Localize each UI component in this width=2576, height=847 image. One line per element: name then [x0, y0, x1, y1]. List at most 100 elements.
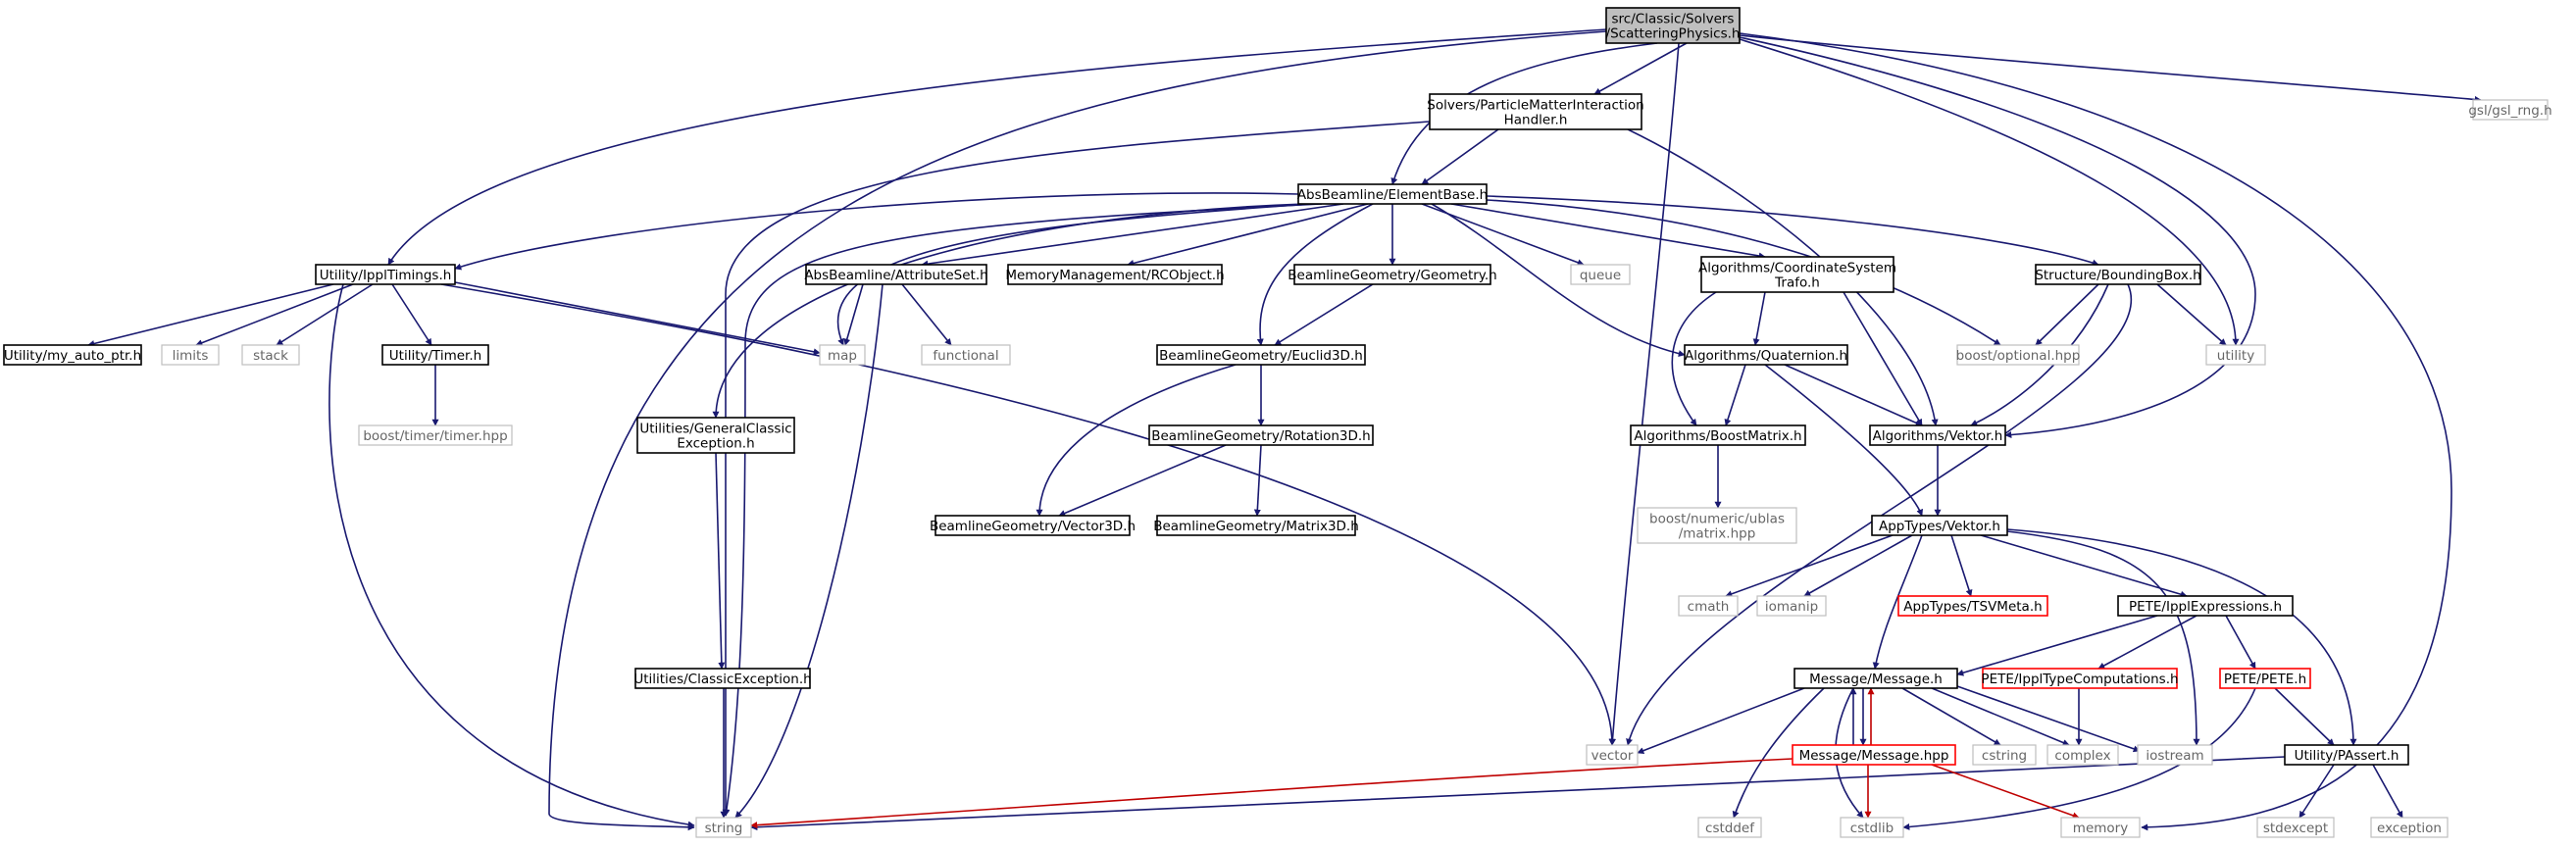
node-tsvmeta[interactable]: AppTypes/TSVMeta.h: [1897, 595, 2048, 617]
node-stack[interactable]: stack: [241, 344, 300, 366]
edge-messagehpp-to-string_m: [750, 758, 1793, 829]
node-label: BeamlineGeometry/Matrix3D.h: [1153, 519, 1359, 534]
node-utility[interactable]: utility: [2205, 344, 2266, 366]
edge-pmi-to-string: [722, 121, 1431, 817]
node-gsl[interactable]: gsl/gsl_rng.h: [2468, 99, 2552, 121]
node-boostoptional[interactable]: boost/optional.hpp: [1956, 344, 2081, 366]
node-stdexcept[interactable]: stdexcept: [2256, 817, 2335, 838]
node-exception[interactable]: exception: [2370, 817, 2449, 838]
edge-messageh-to-iostream: [1956, 685, 2141, 753]
node-label: Algorithms/CoordinateSystem: [1698, 261, 1896, 276]
node-vector3d[interactable]: BeamlineGeometry/Vector3D.h: [930, 515, 1136, 536]
node-label: Utility/Timer.h: [389, 348, 481, 364]
node-ipplexpr[interactable]: PETE/IpplExpressions.h: [2117, 595, 2294, 617]
node-label: PETE/PETE.h: [2224, 672, 2306, 687]
edge-quaternion-to-apptypesvektor: [1764, 364, 1923, 517]
node-root[interactable]: src/Classic/Solvers/ScatteringPhysics.h: [1605, 7, 1741, 44]
node-label: Handler.h: [1504, 113, 1568, 128]
node-cstring[interactable]: cstring: [1972, 744, 2037, 766]
edge-elementbase-to-map: [836, 203, 1315, 346]
node-label: boost/optional.hpp: [1956, 348, 2081, 364]
node-string[interactable]: string: [695, 817, 752, 838]
node-boosttimer[interactable]: boost/timer/timer.hpp: [358, 424, 513, 446]
node-box: [1684, 344, 1848, 366]
node-limits[interactable]: limits: [161, 344, 220, 366]
node-ublas[interactable]: boost/numeric/ublas/matrix.hpp: [1637, 507, 1797, 544]
node-pmi[interactable]: Solvers/ParticleMatterInteractionHandler…: [1427, 93, 1644, 130]
edge-passert-to-string: [750, 756, 2286, 831]
node-matrix3d[interactable]: BeamlineGeometry/Matrix3D.h: [1153, 515, 1359, 536]
node-messagehpp[interactable]: Message/Message.hpp: [1792, 744, 1956, 766]
edge-ippltimings-to-map: [454, 281, 821, 356]
node-box: [381, 344, 489, 366]
edge-root-to-string: [548, 30, 1607, 831]
edge-elementbase-to-rcobject: [1127, 203, 1369, 267]
node-box: [805, 264, 987, 285]
node-ippltypecomp[interactable]: PETE/IpplTypeComputations.h: [1981, 668, 2179, 689]
node-box: [1156, 515, 1356, 536]
node-apptypesvektor[interactable]: AppTypes/Vektor.h: [1871, 515, 2008, 536]
node-label: Algorithms/BoostMatrix.h: [1634, 428, 1801, 444]
node-messageh[interactable]: Message/Message.h: [1793, 668, 1958, 689]
node-timer[interactable]: Utility/Timer.h: [381, 344, 489, 366]
node-cmath[interactable]: cmath: [1678, 595, 1739, 617]
edge-petepete-to-passert: [2274, 687, 2335, 746]
node-attributeset[interactable]: AbsBeamline/AttributeSet.h: [804, 264, 988, 285]
node-geometry[interactable]: BeamlineGeometry/Geometry.h: [1288, 264, 1497, 285]
node-vector[interactable]: vector: [1586, 744, 1639, 766]
edge-elementbase-to-boundingbox: [1486, 195, 2099, 267]
node-elementbase[interactable]: AbsBeamline/ElementBase.h: [1297, 183, 1488, 205]
node-box: [1840, 817, 1904, 838]
edge-messageh-to-vector: [1637, 687, 1805, 754]
node-boostmatrix[interactable]: Algorithms/BoostMatrix.h: [1630, 424, 1806, 446]
node-box: [2117, 595, 2294, 617]
node-box: [1293, 264, 1491, 285]
node-iostream[interactable]: iostream: [2137, 744, 2213, 766]
node-quaternion[interactable]: Algorithms/Quaternion.h: [1684, 344, 1848, 366]
node-label: MemoryManagement/RCObject.h: [1005, 268, 1224, 283]
node-label: AppTypes/Vektor.h: [1879, 519, 2000, 534]
node-boundingbox[interactable]: Structure/BoundingBox.h: [2035, 264, 2201, 285]
node-functional[interactable]: functional: [921, 344, 1011, 366]
node-box: [1007, 264, 1223, 285]
node-label: string: [705, 821, 743, 836]
node-rotation3d[interactable]: BeamlineGeometry/Rotation3D.h: [1148, 424, 1374, 446]
node-classicexception[interactable]: Utilities/ClassicException.h: [633, 668, 812, 689]
node-map[interactable]: map: [819, 344, 866, 366]
node-box: [1678, 595, 1739, 617]
node-label: Solvers/ParticleMatterInteraction: [1427, 98, 1644, 114]
node-label: Utility/my_auto_ptr.h: [4, 348, 141, 364]
node-queue[interactable]: queue: [1570, 264, 1631, 285]
node-memory[interactable]: memory: [2060, 817, 2141, 838]
node-box: [315, 264, 456, 285]
node-box: [2256, 817, 2335, 838]
node-ippltimings[interactable]: Utility/IpplTimings.h: [315, 264, 456, 285]
node-cstdlib[interactable]: cstdlib: [1840, 817, 1904, 838]
node-petepete[interactable]: PETE/PETE.h: [2219, 668, 2311, 689]
node-myautoptr[interactable]: Utility/my_auto_ptr.h: [3, 344, 142, 366]
edge-apptypesvektor-to-iostream: [2006, 530, 2200, 746]
edge-elementbase-to-ippltimings: [454, 192, 1299, 271]
edge-apptypesvektor-to-cmath: [1725, 534, 1894, 598]
node-box: [2370, 817, 2449, 838]
node-euclid3d[interactable]: BeamlineGeometry/Euclid3D.h: [1156, 344, 1366, 366]
node-complex[interactable]: complex: [2046, 744, 2119, 766]
node-box: [2472, 99, 2549, 121]
edge-euclid3d-to-vector3d: [1035, 364, 1237, 517]
node-rcobject[interactable]: MemoryManagement/RCObject.h: [1005, 264, 1225, 285]
edge-root-to-elementbase: [1390, 42, 1658, 185]
edge-apptypesvektor-to-ipplexpr: [1980, 534, 2188, 598]
node-iomanip[interactable]: iomanip: [1756, 595, 1827, 617]
node-algvektor[interactable]: Algorithms/Vektor.h: [1869, 424, 2006, 446]
edge-ippltimings-to-limits: [195, 283, 354, 346]
node-cstddef[interactable]: cstddef: [1697, 817, 1762, 838]
node-box: [1956, 344, 2080, 366]
node-label: AbsBeamline/ElementBase.h: [1297, 187, 1488, 203]
edge-root-to-utility: [1739, 38, 2240, 346]
node-box: [1605, 7, 1741, 44]
node-passert[interactable]: Utility/PAssert.h: [2284, 744, 2409, 766]
edge-elementbase-to-coordtrafo: [1450, 203, 1766, 260]
node-label: BeamlineGeometry/Rotation3D.h: [1151, 428, 1371, 444]
